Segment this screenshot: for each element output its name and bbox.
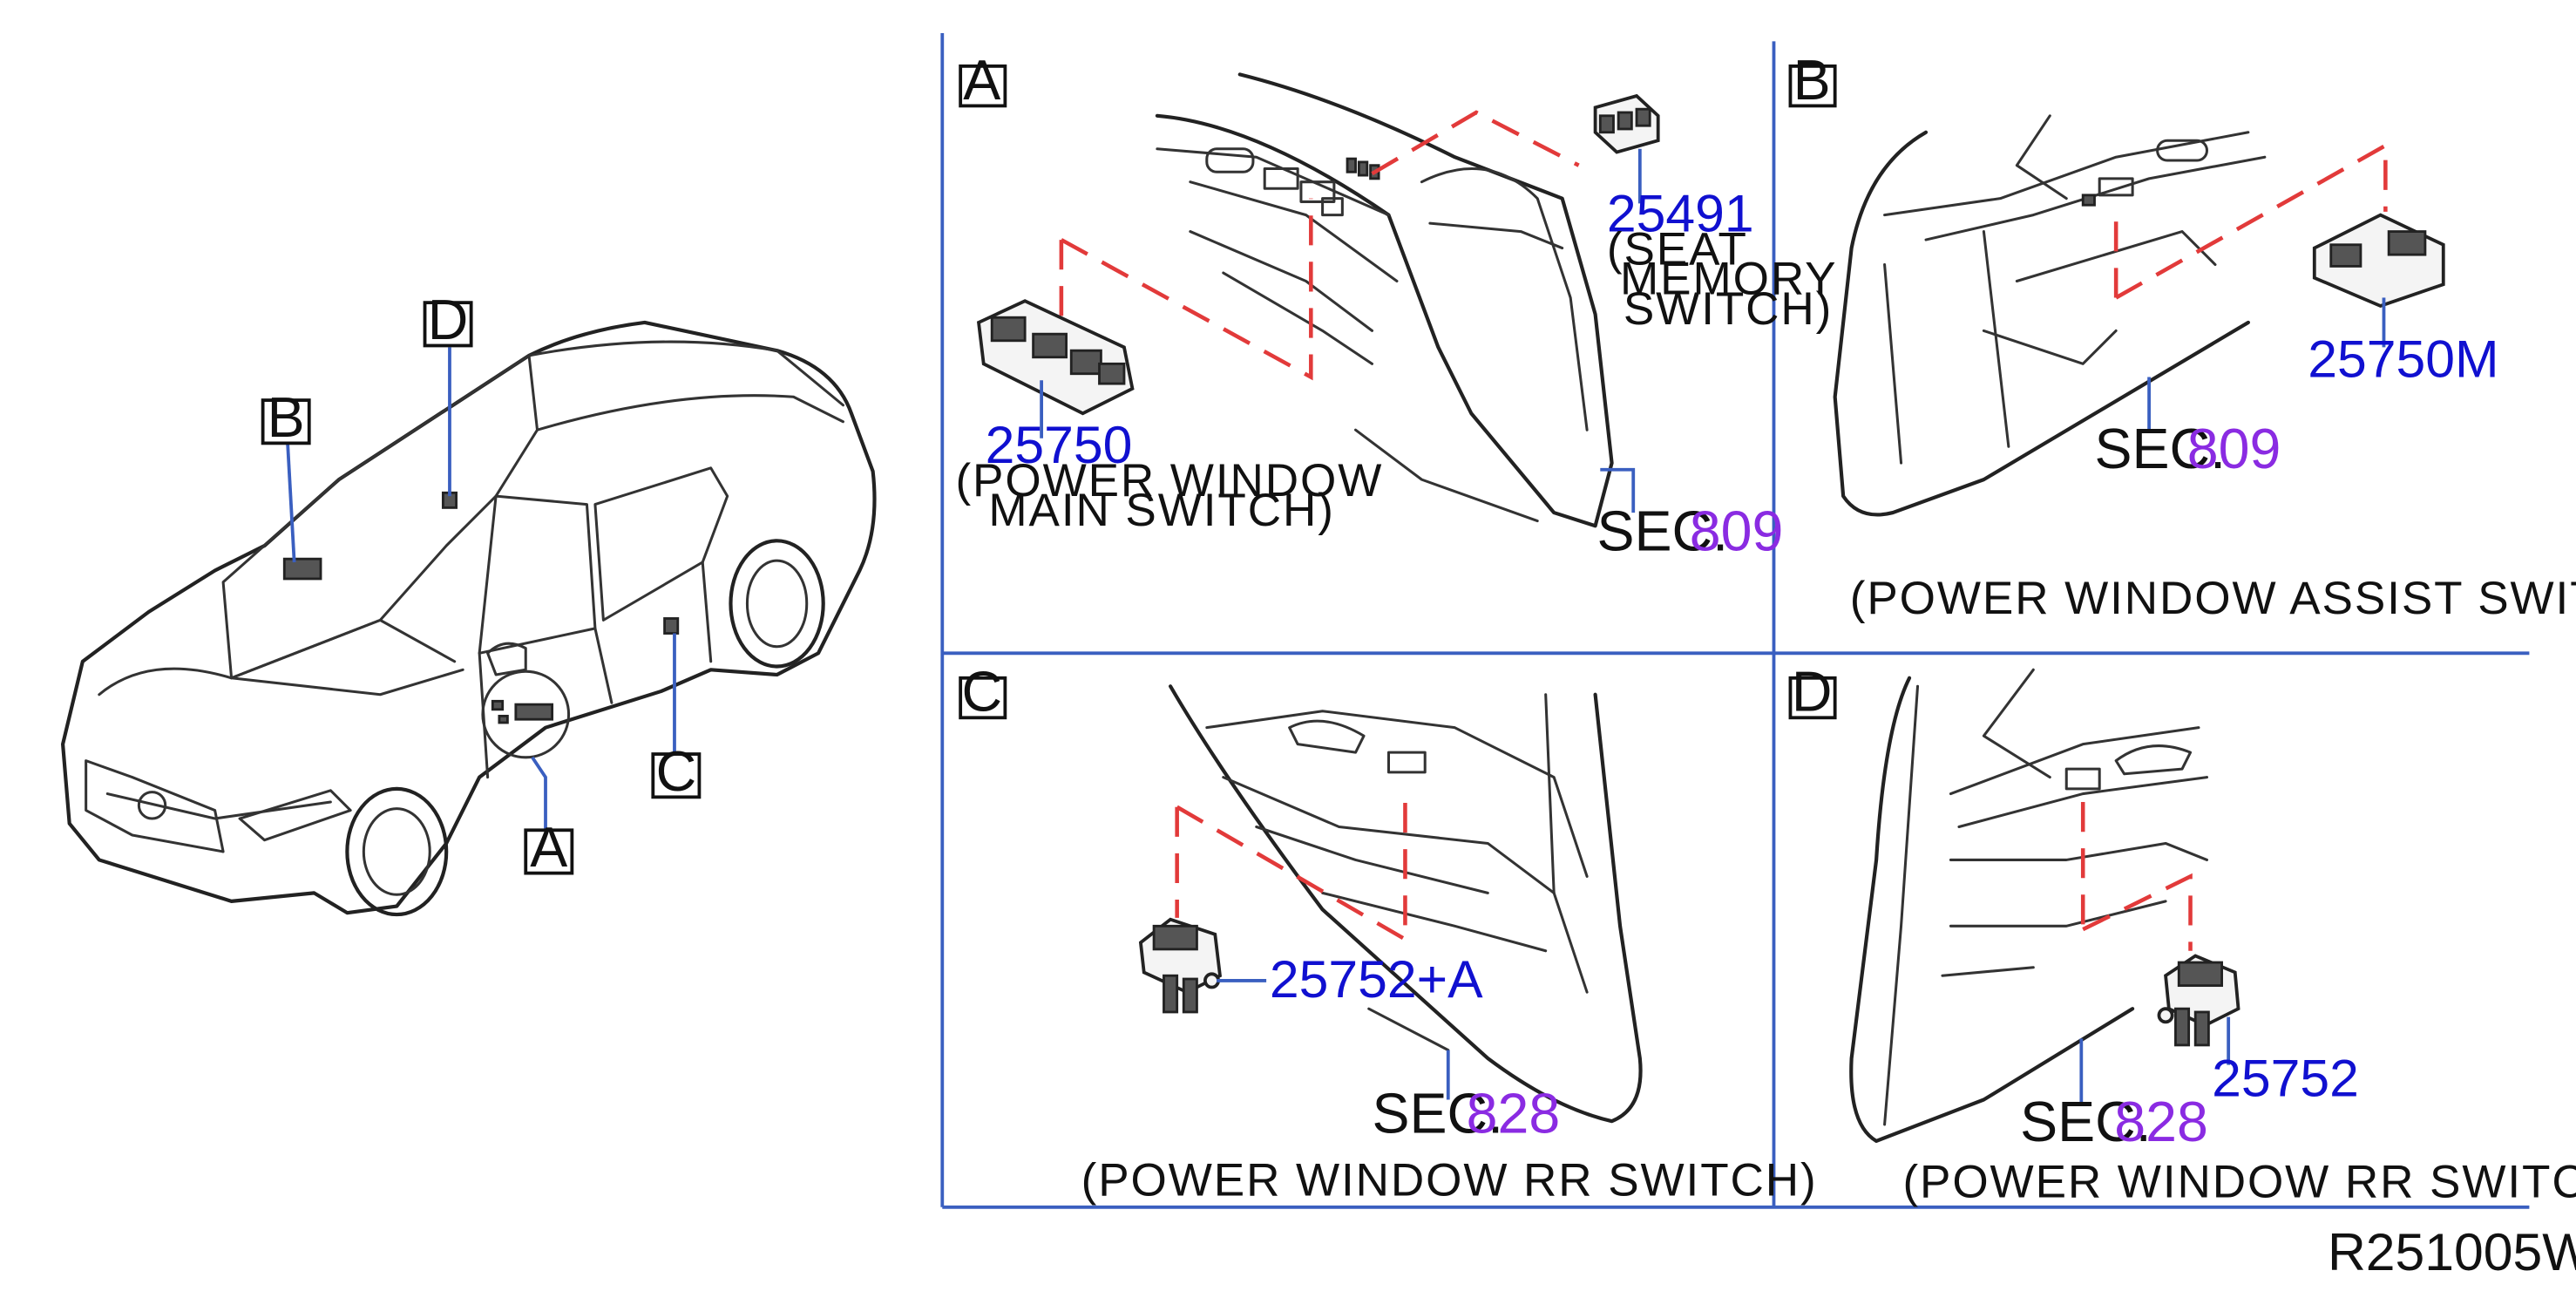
car-overview-illustration <box>60 320 877 917</box>
callout-a-label: A <box>530 816 567 879</box>
panel-d-label: D <box>1792 661 1833 724</box>
caption-seat: (SEAT <box>1607 224 1748 275</box>
panel-a-sec-number: 809 <box>1690 500 1784 563</box>
panel-d-caption: (POWER WINDOW RR SWITCH) <box>1902 1156 2576 1207</box>
panel-grid <box>940 32 2530 1209</box>
panel-d-sec-number: 828 <box>2114 1091 2208 1153</box>
power-window-main-switch-icon <box>976 299 1135 416</box>
callout-c: C <box>651 740 702 803</box>
rr-switch-d-icon <box>2157 954 2240 1047</box>
panel-d-sec-label: SEC. <box>2020 1091 2152 1153</box>
part-number-25491: 25491 <box>1607 184 1754 243</box>
panel-c-sec-number: 828 <box>1467 1082 1561 1145</box>
callout-b-label: B <box>268 386 305 449</box>
callout-c-label: C <box>656 740 697 803</box>
diagram-id: R251005W <box>2328 1222 2576 1281</box>
panel-c-sec-label: SEC. <box>1373 1082 1504 1145</box>
caption-main-switch: MAIN SWITCH) <box>988 485 1334 536</box>
panel-a: A 25491 (SEAT MEMORY SWITCH) <box>955 49 1837 563</box>
panel-a-sec-label: SEC. <box>1597 500 1729 563</box>
panel-b-sec-number: 809 <box>2187 418 2281 480</box>
panel-d: D 25752 SEC. 828 (POWER WINDOW RR SWITCH… <box>1788 661 2576 1207</box>
part-number-25752: 25752 <box>2212 1049 2359 1108</box>
panel-b-sec-label: SEC. <box>2094 418 2226 480</box>
callout-d-label: D <box>428 289 469 351</box>
assist-switch-icon <box>2312 213 2445 308</box>
panel-c-caption: (POWER WINDOW RR SWITCH) <box>1081 1155 1818 1206</box>
caption-switch: SWITCH) <box>1624 283 1833 335</box>
part-number-25750: 25750 <box>986 415 1133 474</box>
part-number-25750m: 25750M <box>2308 330 2498 389</box>
panel-b: B 25750M SEC. 809 (POWER WINDOW ASSIST S… <box>1788 49 2576 624</box>
callout-b: B <box>261 386 311 449</box>
callout-d: D <box>423 289 473 351</box>
panel-b-label: B <box>1793 49 1831 112</box>
part-number-25752-a: 25752+A <box>1270 949 1483 1009</box>
panel-b-caption: (POWER WINDOW ASSIST SWITCH) <box>1850 573 2576 624</box>
callout-a: A <box>524 816 574 879</box>
panel-a-label: A <box>963 49 1000 112</box>
caption-memory: MEMORY <box>1620 254 1837 305</box>
panel-c-label: C <box>962 661 1003 724</box>
caption-power-window: (POWER WINDOW <box>955 455 1383 506</box>
panel-c: C 25752+A SEC. 828 (POWER WINDOW RR SWIT… <box>959 661 1818 1206</box>
seat-memory-switch-icon <box>1593 93 1660 154</box>
rr-switch-c-icon <box>1138 917 1223 1014</box>
